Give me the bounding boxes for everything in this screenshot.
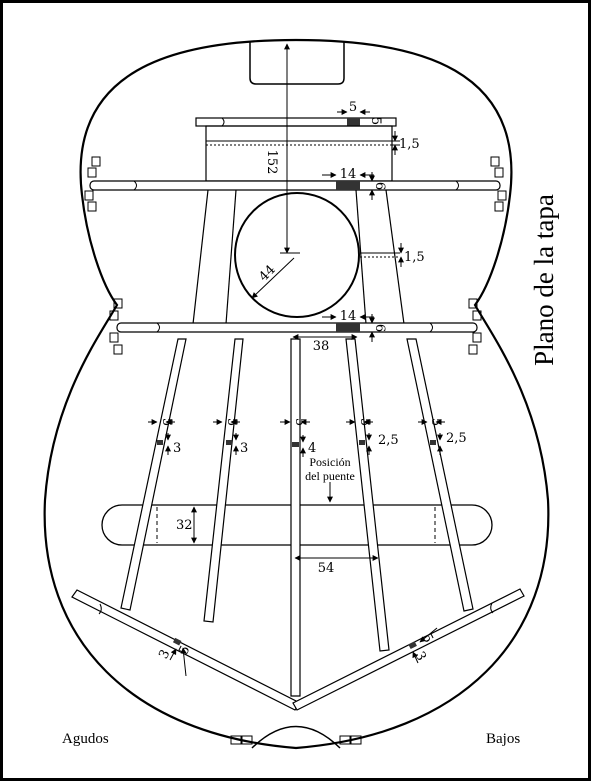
- page-title: Plano de la tapa: [529, 194, 559, 366]
- upper-patch: [205, 125, 393, 182]
- dim-32: 32: [176, 518, 193, 533]
- closing-notch-left: [172, 637, 182, 646]
- upper-brace: [195, 117, 397, 127]
- bass-label: Bajos: [486, 731, 520, 747]
- bridge-label-line1: Posición: [309, 455, 350, 469]
- closing-bar-right: [292, 588, 525, 711]
- dim-side-1-5: 1,5: [404, 250, 425, 265]
- dim-strut1-h: 3: [173, 441, 181, 456]
- strut-notch: [359, 440, 365, 445]
- dim-strut3-w: 5: [292, 418, 307, 426]
- treble-label: Agudos: [62, 731, 109, 747]
- dim-strut1-w: 5: [159, 418, 174, 426]
- kerf-tab: [350, 735, 362, 745]
- dim-strut3-h: 4: [308, 441, 316, 456]
- dim-54: 54: [318, 561, 335, 576]
- dim-strut2-h: 3: [240, 441, 248, 456]
- dim-strut2-w: 5: [224, 418, 239, 426]
- sound-hole: [234, 192, 360, 318]
- bridge-label-line2: del puente: [305, 469, 355, 483]
- neck-block: [249, 42, 345, 85]
- edge-tabs: [84, 156, 507, 355]
- dim-38: 38: [313, 339, 330, 354]
- dim-strut4-h: 2,5: [378, 433, 399, 448]
- dim-bar2-14: 14: [340, 309, 357, 324]
- strut-notch: [292, 442, 299, 447]
- harmonic-bar-2: [116, 322, 478, 333]
- dim-152: 152: [264, 150, 279, 175]
- dim-strut4-w: 5: [357, 418, 372, 426]
- dim-top-5: 5: [349, 100, 357, 115]
- strut-notch: [430, 440, 436, 445]
- dimension-lines: [148, 43, 445, 677]
- body-outline: [43, 38, 550, 750]
- closing-notch-right: [408, 641, 417, 650]
- dim-strut5-h: 2,5: [446, 431, 467, 446]
- harmonic-bar-1: [89, 180, 501, 191]
- dim-bar2-6: 6: [372, 324, 387, 332]
- fan-struts: [120, 338, 474, 697]
- bar2-notch: [336, 323, 360, 332]
- dim-bar1-6: 6: [372, 182, 387, 190]
- bar1-notch: [336, 181, 360, 190]
- tail-block: [251, 725, 341, 749]
- dim-strut5-w: 5: [428, 418, 443, 426]
- kerf-tab: [230, 735, 242, 745]
- strut-notch: [157, 440, 163, 445]
- strut-notch: [226, 440, 232, 445]
- dim-upper-1-5: 1,5: [399, 137, 420, 152]
- kerf-tab: [339, 735, 351, 745]
- dim-top-5b: 5: [368, 117, 383, 125]
- dim-bar1-14: 14: [340, 167, 357, 182]
- kerf-tab: [241, 735, 253, 745]
- upper-brace-notch: [347, 118, 360, 126]
